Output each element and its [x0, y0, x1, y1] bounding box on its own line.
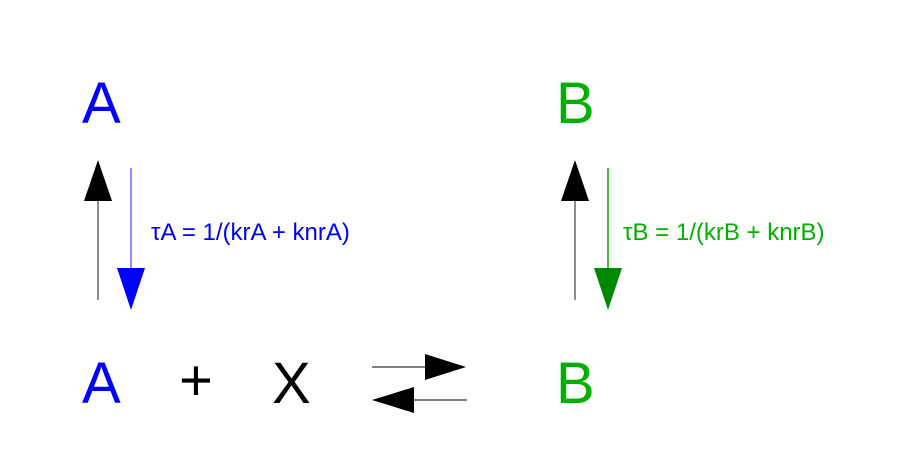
ground-x-label: X [272, 351, 311, 416]
a-decay-arrow [117, 168, 145, 310]
b-excitation-arrow [561, 160, 589, 300]
b-lifetime-formula: τB = 1/(krB + knrB) [623, 219, 825, 246]
excited-a-label: A [82, 71, 121, 136]
ground-a-label: A [82, 351, 121, 416]
a-excitation-arrow [84, 160, 112, 300]
ground-b-label: B [556, 351, 595, 416]
plus-sign: + [179, 348, 213, 413]
b-decay-arrow [594, 168, 622, 310]
excited-b-label: B [556, 71, 595, 136]
equilibrium-forward-arrow [372, 354, 466, 380]
a-lifetime-formula: τA = 1/(krA + knrA) [151, 219, 350, 246]
equilibrium-reverse-arrow [372, 387, 467, 413]
